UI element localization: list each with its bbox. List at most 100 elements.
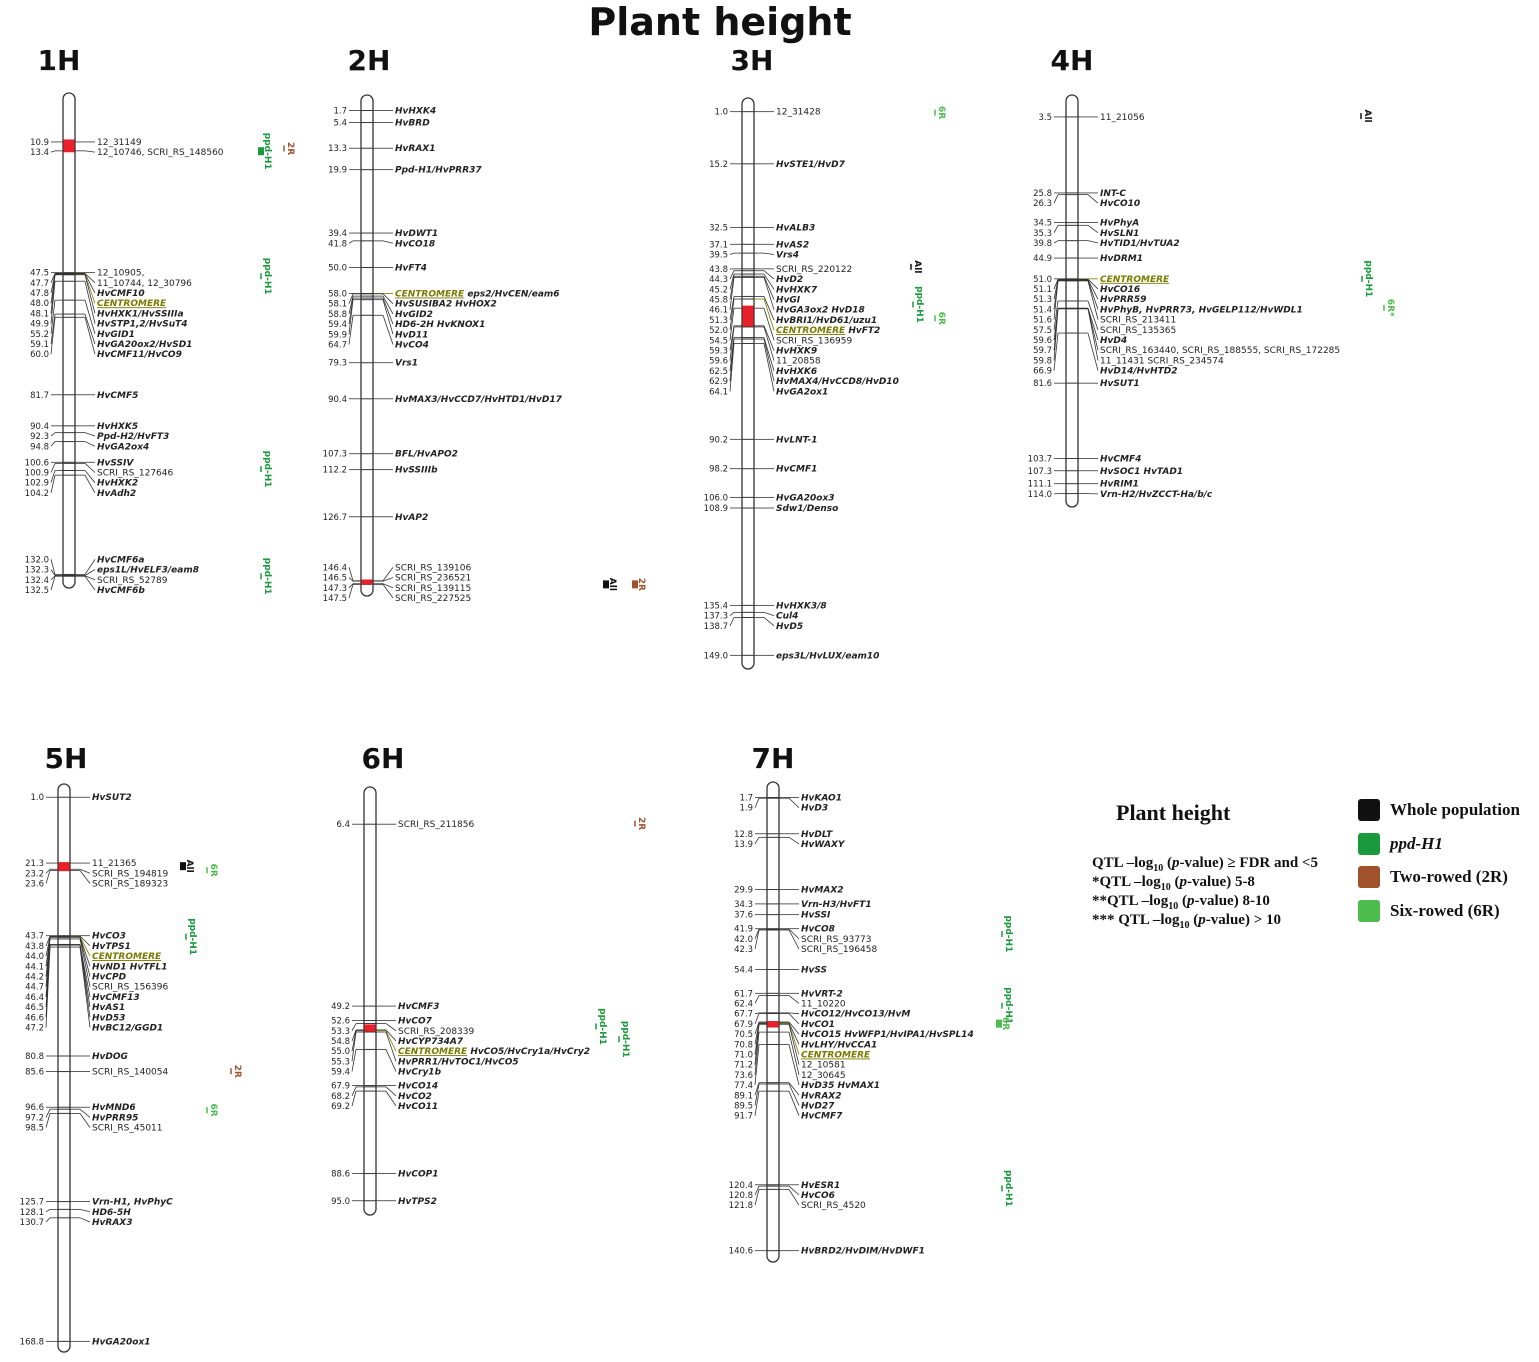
qtl-label: 2R xyxy=(636,578,646,591)
chromosome-label-4h: 4H xyxy=(1051,44,1094,77)
marker-pos-connector xyxy=(348,583,354,589)
marker-label: HvMAX3/HvCCD7/HvHTD1/HvD17 xyxy=(395,395,563,405)
marker-label: HD6-2H HvKNOX1 xyxy=(395,320,485,330)
marker-pos-connector xyxy=(1053,308,1059,361)
chromosome-label-2h: 2H xyxy=(348,44,391,77)
marker-label-connector xyxy=(84,474,96,494)
marker-label-connector xyxy=(763,296,775,321)
chromosome-label-7h: 7H xyxy=(752,742,795,775)
marker-label: HvPhyB, HvPRR73, HvGELP112/HvWDL1 xyxy=(1100,305,1303,315)
marker-position: 89.1 xyxy=(734,1091,753,1101)
qtl-label: ppd-H1 xyxy=(597,1008,607,1045)
marker-position: 34.5 xyxy=(1033,219,1052,229)
marker-label-connector xyxy=(788,995,800,1004)
marker-position: 59.8 xyxy=(1033,356,1052,366)
legend-threshold: *QTL –log10 (p-value) 5-8 xyxy=(1092,874,1255,893)
marker-label: HvAS1 xyxy=(92,1003,125,1013)
marker-label: HvCO12/HvCO13/HvM xyxy=(801,1010,910,1020)
marker-position: 97.2 xyxy=(25,1113,44,1123)
marker-label-connector xyxy=(1087,240,1099,244)
marker-position: 94.8 xyxy=(30,442,49,452)
marker-position: 23.2 xyxy=(25,869,44,879)
marker-label-connector xyxy=(788,1024,800,1065)
marker-label-connector xyxy=(788,1091,800,1116)
marker-label: HvWAXY xyxy=(801,840,846,850)
marker-label: 11_10744, 12_30796 xyxy=(97,279,192,289)
marker-label-connector xyxy=(79,945,91,1018)
marker-label: SCRI_RS_4520 xyxy=(801,1201,866,1211)
marker-label: HvLNT-1 xyxy=(776,435,817,445)
marker-label-connector xyxy=(382,567,394,582)
marker-pos-connector xyxy=(754,995,760,1004)
marker-label: HvDWT1 xyxy=(395,229,438,239)
marker-label: SCRI_RS_213411 xyxy=(1100,316,1176,326)
marker-label: HvCO16 xyxy=(1100,285,1140,295)
marker-label-connector xyxy=(763,325,775,351)
centromere-label: CENTROMERE xyxy=(92,952,162,962)
marker-pos-connector xyxy=(729,343,735,392)
marker-position: 58.1 xyxy=(328,300,347,310)
marker-pos-connector xyxy=(50,281,56,324)
marker-pos-connector xyxy=(729,326,735,361)
marker-position: 1.0 xyxy=(714,108,728,118)
marker-position: 1.7 xyxy=(739,794,753,804)
marker-label-connector xyxy=(84,463,96,473)
marker-position: 37.6 xyxy=(734,911,753,921)
marker-label: HvSOC1 HvTAD1 xyxy=(1100,467,1183,477)
marker-label-connector xyxy=(763,326,775,361)
marker-label: Vrn-H2/HvZCCT-Ha/b/c xyxy=(1100,490,1213,500)
marker-position: 132.0 xyxy=(25,555,49,565)
marker-pos-connector xyxy=(729,296,735,320)
marker-label: 11_11431 SCRI_RS_234574 xyxy=(1100,356,1224,366)
marker-label: HvBRD2/HvDIM/HvDWF1 xyxy=(801,1247,925,1257)
marker-label: HvD3 xyxy=(801,804,828,814)
marker-label: HvCMF7 xyxy=(801,1112,843,1122)
marker-label-connector xyxy=(382,584,394,599)
qtl-label: 2R xyxy=(636,817,646,830)
marker-pos-connector xyxy=(754,1091,760,1116)
marker-position: 29.9 xyxy=(734,886,753,896)
marker-position: 25.8 xyxy=(1033,189,1052,199)
marker-position: 19.9 xyxy=(328,166,347,176)
marker-position: 44.3 xyxy=(709,275,728,285)
marker-label: HvSLN1 xyxy=(1100,229,1139,239)
marker-position: 106.0 xyxy=(704,493,728,503)
marker-position: 41.8 xyxy=(328,239,347,249)
marker-label: HvD4 xyxy=(1100,336,1127,346)
marker-label: SCRI_RS_211856 xyxy=(398,820,475,830)
marker-label-connector xyxy=(1087,280,1099,320)
marker-label: HvD11 xyxy=(395,330,428,340)
marker-label: HvSUSIBA2 HvHOX2 xyxy=(395,300,497,310)
marker-label: HvCO10 xyxy=(1100,199,1140,209)
marker-pos-connector xyxy=(1053,225,1059,233)
marker-label: HvBC12/GGD1 xyxy=(92,1024,163,1034)
marker-position: 49.9 xyxy=(30,320,49,330)
marker-label: Vrs1 xyxy=(395,359,418,369)
marker-label-connector xyxy=(1087,308,1099,341)
marker-label: HvCO15 HvWFP1/HvIPA1/HvSPL14 xyxy=(801,1030,974,1040)
qtl-label: ppd-H1 xyxy=(1363,260,1373,297)
legend-item: Six-rowed (6R) xyxy=(1358,898,1500,924)
marker-label: HvSTP1,2/HvSuT4 xyxy=(97,320,188,330)
marker-pos-connector xyxy=(50,569,56,576)
marker-position: 64.1 xyxy=(709,387,728,397)
marker-label-connector xyxy=(763,276,775,300)
marker-label-connector xyxy=(84,273,96,294)
marker-label-connector xyxy=(79,1217,91,1223)
marker-label: HvTPS2 xyxy=(398,1197,437,1207)
marker-position: 168.8 xyxy=(20,1337,44,1347)
marker-position: 50.0 xyxy=(328,264,347,274)
qtl-label: ppd-H1 xyxy=(1003,1170,1013,1207)
marker-pos-connector xyxy=(754,1044,760,1086)
marker-pos-connector xyxy=(754,1024,760,1065)
marker-label-connector xyxy=(84,432,96,437)
marker-label: HvCO1 xyxy=(801,1020,835,1030)
marker-label-connector xyxy=(382,299,394,335)
marker-pos-connector xyxy=(1053,332,1059,371)
marker-label-connector xyxy=(84,317,96,355)
marker-label-connector xyxy=(763,277,775,310)
centromere-label: CENTROMERE xyxy=(801,1050,871,1060)
marker-position: 46.1 xyxy=(709,306,728,316)
marker-label: 12_10581 xyxy=(801,1061,846,1071)
